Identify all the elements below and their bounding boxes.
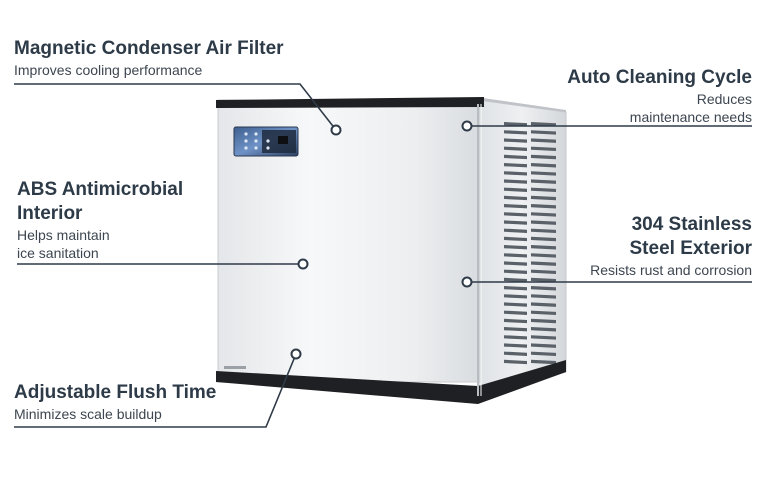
vent-slot (504, 146, 527, 151)
vent-slot (504, 351, 527, 356)
callout-desc: Minimizes scale buildup (14, 406, 162, 422)
nameplate (224, 366, 246, 369)
vent-slot (531, 277, 556, 283)
callout-air-filter: Magnetic Condenser Air Filter Improves c… (14, 37, 284, 79)
vent-slot (531, 220, 556, 225)
vent-slot (531, 163, 556, 168)
vent-slot (531, 138, 556, 143)
vent-slot (531, 187, 556, 193)
dot-auto-clean (461, 120, 473, 132)
vent-slot (504, 286, 527, 291)
vent-slot (504, 179, 527, 184)
callout-desc: Improves cooling performance (14, 62, 203, 78)
vent-slot (531, 359, 556, 365)
vent-slot (504, 335, 527, 340)
vent-slot (531, 171, 556, 176)
leader-lines (14, 83, 752, 428)
vent-slot (531, 154, 556, 160)
vent-slot (504, 327, 527, 332)
callout-dots (290, 120, 473, 360)
vent-slot (531, 318, 556, 324)
vent-slot (504, 302, 527, 307)
vent-slot (504, 343, 527, 348)
vent-slot (531, 343, 556, 348)
callout-auto-cleaning: Auto Cleaning Cycle Reduces maintenance … (567, 66, 752, 126)
vent-slot (504, 359, 527, 365)
vent-slot (531, 195, 556, 201)
callout-desc: Helps maintain ice sanitation (17, 227, 110, 261)
vent-slot (504, 187, 527, 192)
vent-slot (504, 212, 527, 217)
vent-slot (531, 310, 556, 316)
vent-slot (504, 236, 527, 242)
side-vent-grille (504, 122, 556, 365)
callout-title: ABS Antimicrobial Interior (17, 179, 184, 224)
vent-slot (504, 163, 527, 168)
callout-flush-time: Adjustable Flush Time Minimizes scale bu… (14, 381, 216, 423)
leader-air-filter (14, 83, 337, 131)
vent-slot (504, 253, 527, 258)
vent-slot (504, 245, 527, 250)
vent-slot (531, 261, 556, 266)
vent-slot (504, 228, 527, 233)
callout-desc: Resists rust and corrosion (590, 262, 752, 278)
vent-slot (504, 154, 527, 160)
callout-title: Adjustable Flush Time (14, 382, 217, 403)
display-icon (278, 136, 288, 144)
vent-slot (531, 253, 556, 258)
vent-slot (531, 236, 556, 242)
vent-slot (531, 179, 556, 184)
vent-slot (531, 204, 556, 209)
vent-slot (531, 351, 556, 357)
vent-slot (504, 261, 527, 266)
vent-slot (531, 327, 556, 332)
vent-slot (531, 269, 556, 275)
vent-slot (531, 212, 556, 217)
callout-title: Auto Cleaning Cycle (567, 67, 752, 88)
top-trim (216, 97, 484, 108)
vent-slot (531, 335, 556, 340)
callout-title: 304 Stainless Steel Exterior (629, 214, 753, 259)
vent-slot (504, 318, 527, 324)
callout-title: Magnetic Condenser Air Filter (14, 38, 284, 59)
leader-flush (14, 353, 297, 428)
vent-slot (531, 286, 556, 291)
vent-slot (504, 195, 527, 201)
vent-slot (504, 220, 527, 225)
vent-slot (504, 204, 527, 209)
vent-slot (531, 294, 556, 299)
vent-slot (504, 130, 527, 135)
dot-steel (461, 276, 473, 288)
vent-slot (531, 302, 556, 307)
vent-slot (504, 138, 527, 143)
vent-slot (504, 277, 527, 283)
vent-slot (531, 130, 556, 135)
callout-stainless-steel: 304 Stainless Steel Exterior Resists rus… (590, 213, 752, 279)
dot-air-filter (330, 124, 342, 136)
side-panel (477, 98, 567, 397)
vent-slot (504, 294, 527, 299)
callout-abs-interior: ABS Antimicrobial Interior Helps maintai… (17, 178, 183, 262)
callout-desc: Reduces maintenance needs (629, 91, 752, 125)
dot-flush (290, 348, 302, 360)
vent-slot (504, 310, 527, 315)
dot-abs (297, 258, 309, 270)
control-panel (233, 126, 299, 157)
vent-slot (531, 146, 556, 152)
vent-slot (531, 245, 556, 250)
vent-slot (504, 269, 527, 274)
vent-slot (504, 171, 527, 176)
vent-slot (531, 228, 556, 234)
